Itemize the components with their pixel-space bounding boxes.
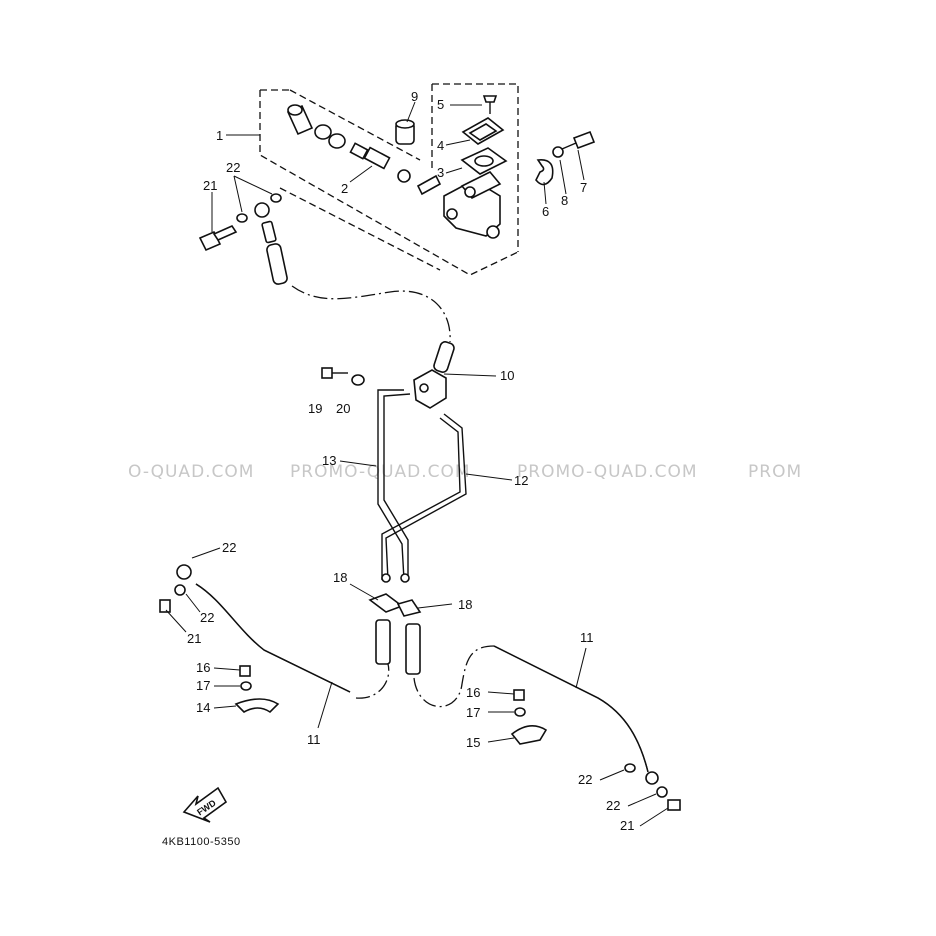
callout-21-top: 21: [203, 178, 217, 193]
seal-ring-1: [314, 124, 332, 140]
callouts: 1 2 3 4 5 6 7 8 9 10 11 11 12 13 14 15 1…: [187, 89, 634, 833]
master-cylinder-outline: [259, 83, 519, 276]
callout-3: 3: [437, 165, 444, 180]
callout-16-right: 16: [466, 685, 480, 700]
washer-20-part: [351, 374, 365, 386]
diaphragm-part: [460, 147, 508, 175]
brake-hose-upper: [254, 202, 288, 285]
watermark-4: PROM: [748, 462, 802, 482]
washer-22-top-a: [236, 213, 248, 223]
callout-12: 12: [514, 473, 528, 488]
bolt-7-part: [561, 130, 596, 150]
piston-part: [349, 142, 442, 196]
callout-18-right: 18: [458, 597, 472, 612]
callout-22-right-b: 22: [606, 798, 620, 813]
fwd-arrow: FWD: [182, 786, 228, 823]
watermark-3: PROMO-QUAD.COM: [517, 462, 698, 482]
brake-hose-right: [493, 645, 681, 811]
seal-ring-2: [328, 133, 346, 149]
callout-22-left-a: 22: [222, 540, 236, 555]
bolt-16-right: [513, 689, 525, 701]
callout-20: 20: [336, 401, 350, 416]
callout-21-left: 21: [187, 631, 201, 646]
bolt-19-part: [321, 367, 348, 379]
sleeve-part: [395, 119, 415, 145]
callout-5: 5: [437, 97, 444, 112]
hose-line-left: [355, 663, 390, 699]
callout-4: 4: [437, 138, 444, 153]
hose-clamp-15: [510, 725, 548, 745]
callout-11-right: 11: [580, 630, 594, 645]
three-way-joint: [413, 341, 455, 409]
washer-8-part: [552, 146, 564, 158]
callout-10: 10: [500, 368, 514, 383]
washer-17-right: [514, 707, 526, 717]
callout-2: 2: [341, 181, 348, 196]
hose-fittings-center: [375, 619, 421, 675]
callout-16-left: 16: [196, 660, 210, 675]
callout-13: 13: [322, 453, 336, 468]
washer-17-left: [240, 681, 252, 691]
bolt-16-left: [239, 665, 251, 677]
hose-clamp-14: [234, 698, 280, 714]
callout-17-right: 17: [466, 705, 480, 720]
callout-17-left: 17: [196, 678, 210, 693]
callout-19: 19: [308, 401, 322, 416]
callout-1: 1: [216, 128, 223, 143]
hose-line-right: [413, 645, 495, 708]
bracket-18-right: [396, 599, 422, 617]
brake-hose-left: [159, 564, 351, 693]
callout-11-left: 11: [307, 732, 321, 747]
bracket-18-left: [368, 593, 404, 613]
watermark-1: O-QUAD.COM: [128, 462, 254, 482]
leader-lines: [165, 101, 669, 827]
screw-5-part: [482, 95, 498, 114]
washer-22-right: [624, 763, 636, 773]
callout-6: 6: [542, 204, 549, 219]
clamp-part: [535, 159, 554, 186]
watermark-2: PROMO-QUAD.COM: [290, 462, 471, 482]
washer-22-top-b: [270, 193, 282, 203]
callout-9: 9: [411, 89, 418, 104]
union-bolt-top: [198, 224, 238, 252]
callout-22-right-a: 22: [578, 772, 592, 787]
callout-15: 15: [466, 735, 480, 750]
callout-8: 8: [561, 193, 568, 208]
callout-14: 14: [196, 700, 210, 715]
brake-hose-line-upper: [291, 285, 451, 343]
brake-pipes: [377, 389, 467, 583]
callout-21-right: 21: [620, 818, 634, 833]
reservoir-cover-part: [461, 117, 505, 145]
part-number: 4KB1100-5350: [162, 836, 241, 848]
callout-22-left-b: 22: [200, 610, 214, 625]
callout-18-left: 18: [333, 570, 347, 585]
master-cylinder-parts: [198, 95, 596, 285]
master-cylinder-body: [443, 171, 502, 239]
callout-7: 7: [580, 180, 587, 195]
callout-22-top: 22: [226, 160, 240, 175]
boot-part: [286, 104, 314, 136]
